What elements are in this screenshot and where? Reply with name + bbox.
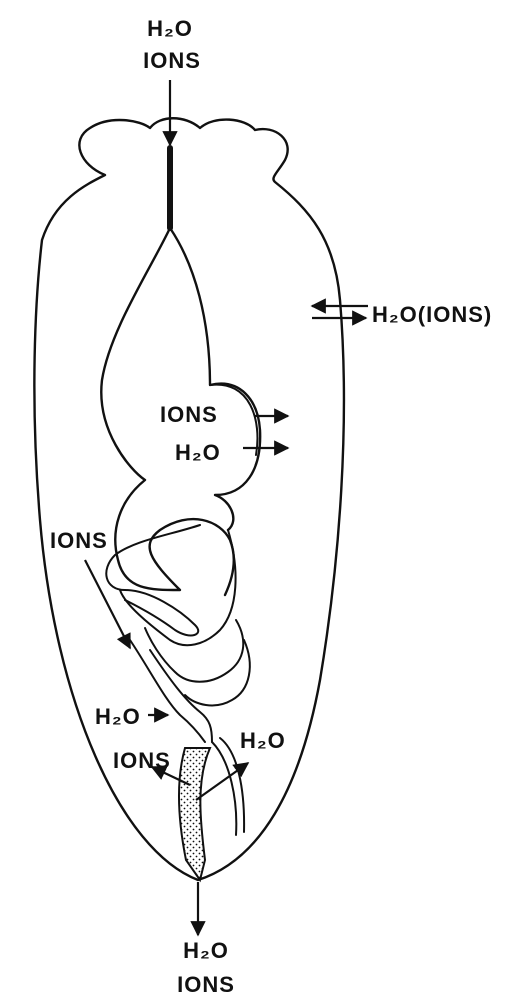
left-ions-label: IONS <box>50 528 108 553</box>
bottom-h2o-label: H₂O <box>183 938 229 963</box>
ileum-inner <box>150 650 212 742</box>
malpighian-tubule-1 <box>106 525 200 635</box>
ileum <box>130 640 205 742</box>
mid-ions-label: IONS <box>160 402 218 427</box>
lower-ions-label: IONS <box>113 748 171 773</box>
bottom-ions-label: IONS <box>177 972 235 997</box>
lower-h2o-label: H₂O <box>240 728 286 753</box>
right-exchange-label: H₂O(IONS) <box>372 302 492 327</box>
malpighian-tubule-3 <box>145 620 243 682</box>
left-h2o-label: H₂O <box>95 704 141 729</box>
rectum <box>179 748 210 880</box>
top-ions-label: IONS <box>143 48 201 73</box>
mid-h2o-label: H₂O <box>175 440 221 465</box>
malpighian-tubule-4 <box>185 640 250 705</box>
top-h2o-label: H₂O <box>147 16 193 41</box>
midgut-inner-wall <box>170 228 260 530</box>
